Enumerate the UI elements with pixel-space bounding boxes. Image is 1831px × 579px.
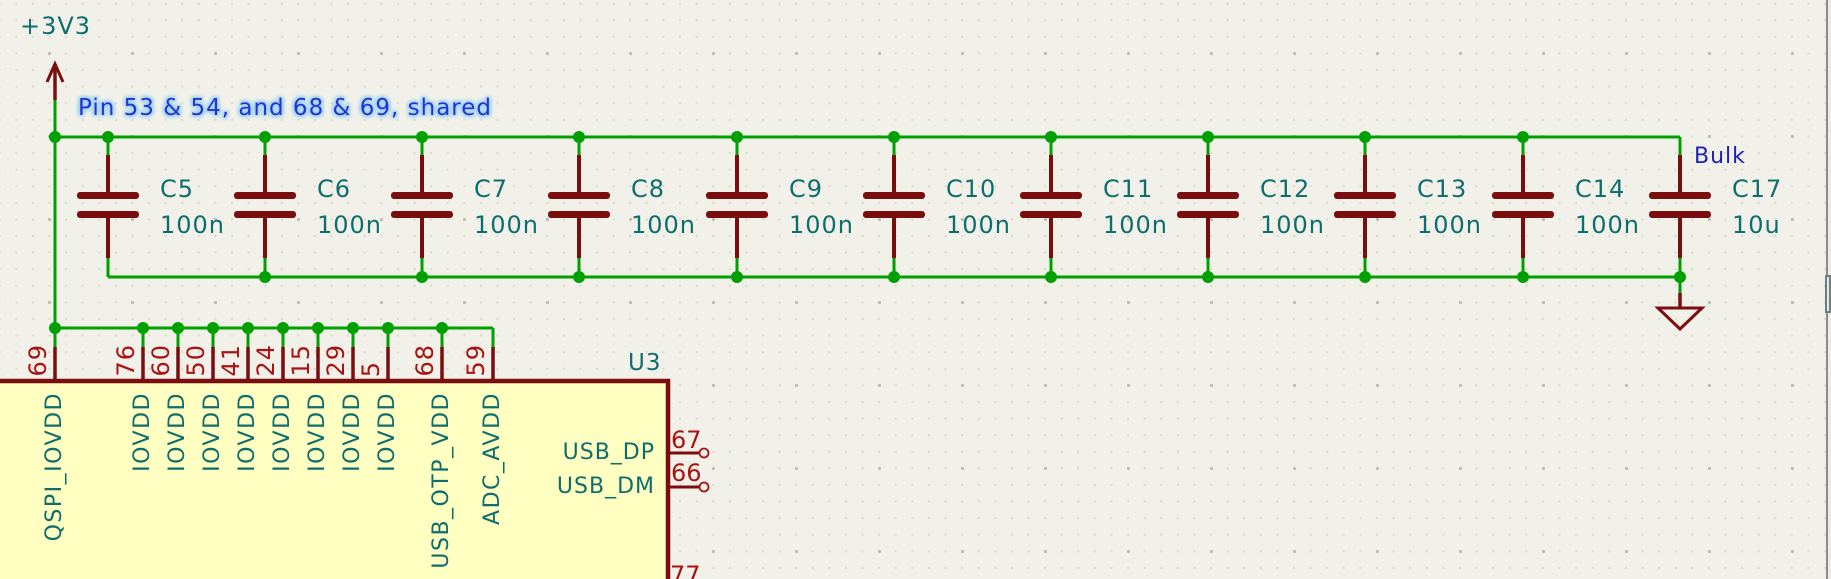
cap-ref[interactable]: C5: [160, 175, 195, 203]
note-text[interactable]: Pin 53 & 54, and 68 & 69, shared: [78, 95, 493, 121]
capacitor-c13-label[interactable]: C13 100n: [1417, 176, 1482, 238]
pin-name-iovdd[interactable]: IOVDD: [130, 392, 155, 472]
pin-name-usb-dp[interactable]: USB_DP: [562, 440, 655, 465]
cap-value[interactable]: 10u: [1732, 211, 1781, 239]
ground-symbol[interactable]: [1654, 293, 1706, 332]
cap-ref[interactable]: C11: [1103, 175, 1154, 203]
cap-ref[interactable]: C7: [474, 175, 509, 203]
ic-reference[interactable]: U3: [628, 350, 662, 376]
pin-name-iovdd[interactable]: IOVDD: [305, 392, 330, 472]
cap-value[interactable]: 100n: [317, 211, 383, 239]
cap-ref[interactable]: C17: [1732, 175, 1783, 203]
ic-right-pin-lines[interactable]: [668, 447, 710, 493]
cap-ref[interactable]: C6: [317, 175, 352, 203]
pin-name-iovdd[interactable]: IOVDD: [165, 392, 190, 472]
pin-number-15[interactable]: 15: [287, 344, 315, 377]
capacitor-c6-label[interactable]: C6 100n: [317, 176, 382, 238]
capacitor-c14-label[interactable]: C14 100n: [1575, 176, 1640, 238]
pin-number-24[interactable]: 24: [252, 344, 280, 377]
cap-value[interactable]: 100n: [789, 211, 855, 239]
pin-name-iovdd[interactable]: IOVDD: [340, 392, 365, 472]
power-symbol-3v3[interactable]: [45, 60, 65, 100]
pin-number-5[interactable]: 5: [357, 360, 385, 377]
scrollbar-thumb[interactable]: [1825, 275, 1831, 313]
capacitor-c11-label[interactable]: C11 100n: [1103, 176, 1168, 238]
capacitor-c8-label[interactable]: C8 100n: [631, 176, 696, 238]
cap-ref[interactable]: C14: [1575, 175, 1626, 203]
pin-number-60[interactable]: 60: [147, 344, 175, 377]
pin-number-76[interactable]: 76: [112, 344, 140, 377]
unconnected-pin-circle: [698, 447, 710, 459]
pin-name-usb-otp-vdd[interactable]: USB_OTP_VDD: [429, 392, 454, 569]
pin-number-67[interactable]: 67: [671, 426, 702, 454]
capacitor-c5-label[interactable]: C5 100n: [160, 176, 225, 238]
cap-value[interactable]: 100n: [1575, 211, 1641, 239]
pin-number-69[interactable]: 69: [24, 344, 52, 377]
power-net-label[interactable]: +3V3: [20, 12, 92, 40]
capacitor-leads[interactable]: [106, 155, 1682, 258]
cap-value[interactable]: 100n: [1103, 211, 1169, 239]
cap-value[interactable]: 100n: [1260, 211, 1326, 239]
bulk-label[interactable]: Bulk: [1694, 144, 1746, 169]
cap-ref[interactable]: C8: [631, 175, 666, 203]
pin-number-68[interactable]: 68: [411, 344, 439, 377]
pin-number-66[interactable]: 66: [671, 459, 702, 487]
capacitor-plates[interactable]: [77, 192, 1711, 218]
pin-number-50[interactable]: 50: [182, 344, 210, 377]
ic-body[interactable]: [0, 378, 671, 579]
cap-value[interactable]: 100n: [474, 211, 540, 239]
capacitor-c12-label[interactable]: C12 100n: [1260, 176, 1325, 238]
unconnected-pin-circle: [698, 481, 710, 493]
junction-dots: [49, 131, 1686, 334]
cap-ref[interactable]: C12: [1260, 175, 1311, 203]
capacitor-c9-label[interactable]: C9 100n: [789, 176, 854, 238]
cap-ref[interactable]: C13: [1417, 175, 1468, 203]
pin-name-usb-dm[interactable]: USB_DM: [556, 474, 655, 499]
cap-value[interactable]: 100n: [946, 211, 1012, 239]
pin-number-77[interactable]: 77: [670, 561, 701, 579]
capacitor-c10-label[interactable]: C10 100n: [946, 176, 1011, 238]
cap-value[interactable]: 100n: [631, 211, 697, 239]
ic-top-pin-lines[interactable]: [53, 347, 495, 379]
pin-number-59[interactable]: 59: [462, 344, 490, 377]
cap-ref[interactable]: C9: [789, 175, 824, 203]
pin-name-iovdd[interactable]: IOVDD: [235, 392, 260, 472]
pin-number-29[interactable]: 29: [322, 344, 350, 377]
cap-value[interactable]: 100n: [1417, 211, 1483, 239]
pin-number-41[interactable]: 41: [217, 344, 245, 377]
cap-ref[interactable]: C10: [946, 175, 997, 203]
pin-name-qspi-iovdd[interactable]: QSPI_IOVDD: [42, 392, 67, 542]
pin-name-iovdd[interactable]: IOVDD: [270, 392, 295, 472]
pin-name-iovdd[interactable]: IOVDD: [200, 392, 225, 472]
pin-name-iovdd[interactable]: IOVDD: [375, 392, 400, 472]
cap-value[interactable]: 100n: [160, 211, 226, 239]
capacitor-c7-label[interactable]: C7 100n: [474, 176, 539, 238]
